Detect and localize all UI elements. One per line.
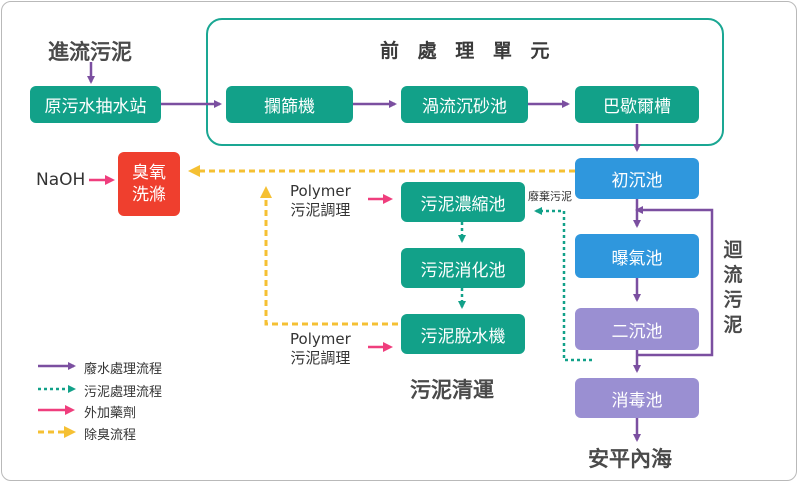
aeration-tank-node: 曝氣池 [575,234,699,278]
odor-scrubber-node: 臭氧 洗滌 [118,152,180,216]
return-sludge-line [635,206,714,357]
screen-node: 攔篩機 [226,86,353,123]
legend-wastewater: 廢水處理流程 [84,362,163,377]
waste-sludge-line [534,207,592,362]
primary-clarifier-node: 初沉池 [575,158,699,199]
grit-chamber-node: 渦流沉砂池 [401,86,528,123]
naoh-label: NaOH [36,170,86,190]
legend-samples [38,362,76,438]
return-sludge-label: 迴流污泥 [723,239,743,336]
effluent-label: 安平內海 [588,447,672,471]
pretreatment-unit-frame [206,18,724,146]
legend-deodor: 除臭流程 [84,428,137,443]
sludge-disposal-label: 污泥清運 [410,378,494,402]
sludge-dewatering-node: 污泥脫水機 [401,314,525,354]
parshall-flume-node: 巴歇爾槽 [575,86,699,123]
influent-label: 進流污泥 [48,40,132,64]
waste-sludge-label: 廢棄污泥 [528,190,572,203]
legend-sludge: 污泥處理流程 [84,385,163,400]
sludge-thickener-node: 污泥濃縮池 [401,182,525,222]
pump-station-node: 原污水抽水站 [30,86,161,123]
legend-chemical: 外加藥劑 [84,406,137,421]
secondary-clarifier-node: 二沉池 [575,308,699,350]
sludge-digester-node: 污泥消化池 [401,248,525,288]
deodor-line-dewatering [260,186,398,326]
polymer-bottom-label: Polymer 污泥調理 [290,330,351,367]
polymer-top-label: Polymer 污泥調理 [290,182,351,219]
disinfection-tank-node: 消毒池 [575,378,699,418]
pretreatment-title: 前 處 理 單 元 [380,40,556,62]
